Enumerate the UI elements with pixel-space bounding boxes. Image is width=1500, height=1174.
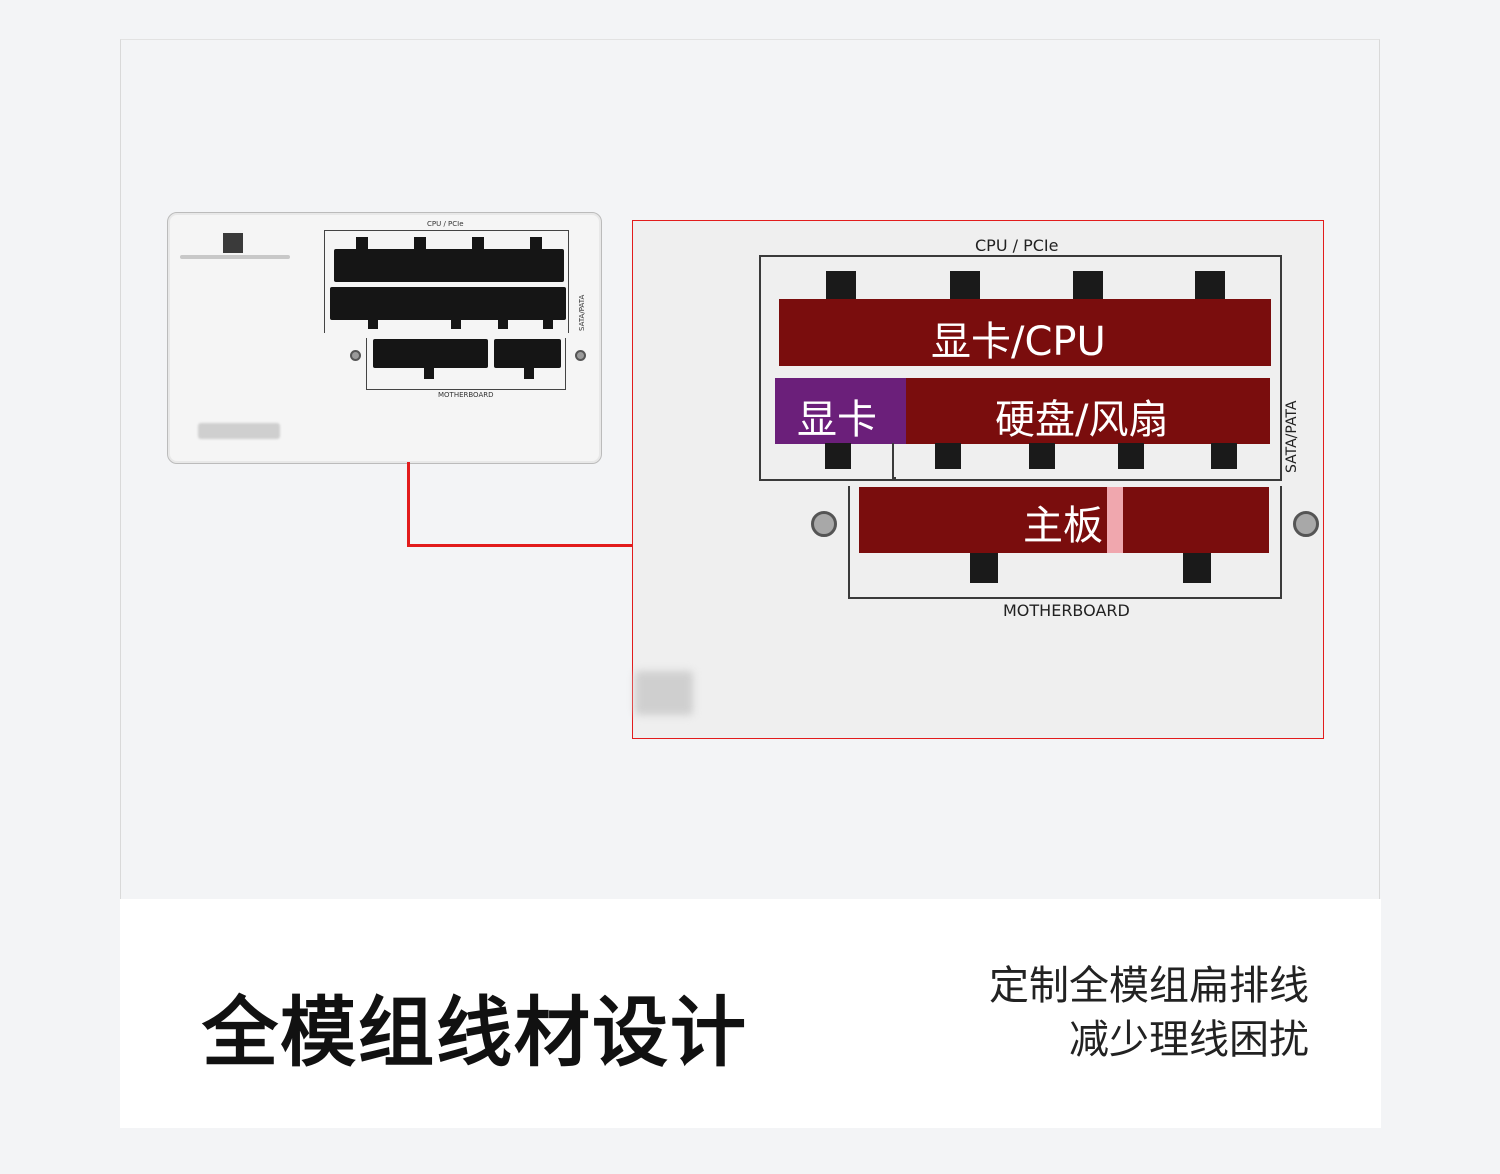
cpu-pcie-bracket bbox=[324, 230, 569, 333]
motherboard-connector-small bbox=[494, 339, 561, 368]
caption-panel: 全模组线材设计 定制全模组扁排线 减少理线困扰 bbox=[120, 899, 1381, 1128]
feature-subtitle: 定制全模组扁排线 减少理线困扰 bbox=[989, 959, 1309, 1067]
psu-panel-thumbnail: CPU / PCIe SATA/PATA MOTHERBOARD bbox=[167, 212, 602, 464]
zoom-cpu-pcie-bracket bbox=[759, 255, 1282, 480]
connector-tab bbox=[950, 271, 980, 299]
zoom-sata-pata-label: SATA/PATA bbox=[1284, 400, 1300, 473]
connector-tab bbox=[451, 319, 461, 329]
screw-icon bbox=[350, 350, 361, 361]
cpu-pcie-connector-row-small bbox=[334, 249, 564, 282]
connector-tab bbox=[368, 319, 378, 329]
screw-icon bbox=[1293, 511, 1319, 537]
zone-motherboard-divider bbox=[1107, 487, 1123, 553]
connector-tab bbox=[524, 367, 534, 379]
subtitle-line-1: 定制全模组扁排线 bbox=[989, 963, 1309, 1009]
motherboard-bracket bbox=[366, 338, 566, 390]
zoom-sata-bracket-bottom bbox=[894, 477, 1282, 481]
connector-tab bbox=[424, 367, 434, 379]
connector-tab bbox=[1195, 271, 1225, 299]
connector-tab bbox=[414, 237, 426, 249]
connector-tab bbox=[530, 237, 542, 249]
sata-connector-row-small bbox=[330, 287, 566, 320]
callout-line-vertical bbox=[407, 462, 410, 547]
zone-gpu bbox=[775, 378, 906, 444]
connector-tab bbox=[1073, 271, 1103, 299]
feature-title: 全模组线材设计 bbox=[202, 988, 748, 1077]
cpu-pcie-label-small: CPU / PCIe bbox=[424, 220, 467, 228]
zone-gpu-cpu bbox=[779, 299, 1271, 366]
connector-tab bbox=[498, 319, 508, 329]
zoom-gpu-bracket-divider bbox=[759, 443, 894, 481]
connector-tab bbox=[1211, 443, 1237, 469]
connector-tab bbox=[356, 237, 368, 249]
label-sticker-blurred bbox=[198, 423, 280, 439]
zone-motherboard-24pin bbox=[859, 487, 1107, 553]
brand-text-blurred bbox=[180, 255, 290, 259]
brand-logo-icon bbox=[223, 233, 243, 253]
motherboard-connector-24pin-small bbox=[373, 339, 488, 368]
connector-tab bbox=[825, 443, 851, 469]
connector-tab bbox=[935, 443, 961, 469]
connector-tab bbox=[970, 553, 998, 583]
zone-motherboard-aux bbox=[1123, 487, 1269, 553]
connector-tab bbox=[1118, 443, 1144, 469]
zone-gpu-label: 显卡 bbox=[797, 397, 877, 443]
sata-pata-label-small: SATA/PATA bbox=[578, 294, 586, 331]
subtitle-line-2: 减少理线困扰 bbox=[1069, 1017, 1309, 1063]
zoom-detail-panel: CPU / PCIe 显卡/CPU 显卡 硬盘/风扇 SATA/PATA 主板 … bbox=[632, 220, 1324, 739]
zoom-motherboard-label: MOTHERBOARD bbox=[999, 601, 1134, 620]
zone-disk-fan bbox=[906, 378, 1270, 444]
screw-icon bbox=[575, 350, 586, 361]
connector-tab bbox=[472, 237, 484, 249]
screw-icon bbox=[811, 511, 837, 537]
zoom-cpu-pcie-label: CPU / PCIe bbox=[971, 236, 1063, 255]
zone-disk-fan-label: 硬盘/风扇 bbox=[995, 397, 1169, 443]
zone-motherboard-label: 主板 bbox=[1023, 503, 1103, 549]
motherboard-label-small: MOTHERBOARD bbox=[438, 391, 494, 399]
connector-tab bbox=[1183, 553, 1211, 583]
blurred-label bbox=[635, 671, 693, 715]
image-frame bbox=[120, 39, 1380, 899]
connector-tab bbox=[1029, 443, 1055, 469]
connector-tab bbox=[543, 319, 553, 329]
connector-tab bbox=[826, 271, 856, 299]
zoom-motherboard-bracket bbox=[848, 486, 1282, 599]
zone-gpu-cpu-label: 显卡/CPU bbox=[931, 319, 1106, 365]
callout-line-horizontal bbox=[407, 544, 633, 547]
